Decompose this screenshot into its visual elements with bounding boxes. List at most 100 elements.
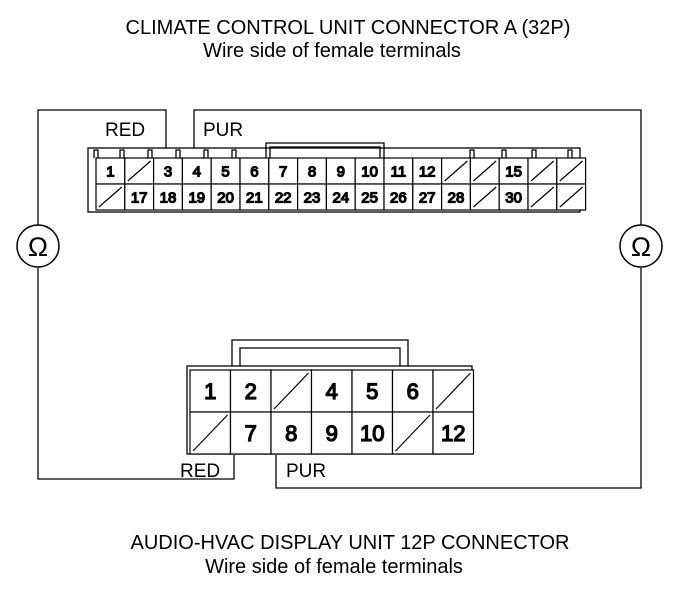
connector-a-terminal-number: 21 xyxy=(246,189,263,206)
red-test-lead xyxy=(37,109,235,480)
connector-b-cell xyxy=(270,369,313,413)
connector-a-empty-slot xyxy=(559,160,583,182)
connector-b-cell xyxy=(432,369,475,413)
connector-b-terminal-number: 7 xyxy=(245,421,257,446)
connector-a-cell: 10 xyxy=(354,157,385,185)
connector-a-empty-slot xyxy=(444,160,468,182)
connector-a-terminal-number: 5 xyxy=(221,163,229,180)
connector-a-cell xyxy=(556,157,587,185)
connector-a-cell: 20 xyxy=(210,183,241,211)
connector-a-cell: 4 xyxy=(181,157,212,185)
connector-b-cell: 5 xyxy=(351,369,394,413)
connector-a-cell: 27 xyxy=(412,183,443,211)
connector-a-terminal-number: 24 xyxy=(332,189,349,206)
connector-b-empty-slot xyxy=(273,372,309,410)
connector-a-cell xyxy=(527,183,558,211)
connector-b-terminal-number: 5 xyxy=(366,379,378,404)
connector-a-cell: 15 xyxy=(498,157,529,185)
connector-a-empty-slot xyxy=(473,186,497,208)
connector-a-empty-slot xyxy=(98,186,123,208)
connector-a-cell xyxy=(124,157,155,185)
connector-b-terminal-number: 8 xyxy=(285,421,297,446)
connector-a-empty-slot xyxy=(473,160,497,182)
connector-a-terminal-number: 12 xyxy=(419,163,436,180)
ohmmeter-right-icon xyxy=(619,224,663,268)
connector-a-red-label: RED xyxy=(105,120,145,141)
connector-b-terminal-number: 1 xyxy=(204,379,216,404)
connector-a-terminal-number: 18 xyxy=(160,189,177,206)
connector-a-cell: 21 xyxy=(239,183,270,211)
connector-a-cell xyxy=(527,157,558,185)
test-leads xyxy=(37,109,642,489)
connector-a-terminal-number: 19 xyxy=(188,189,205,206)
connector-a-terminal-number: 15 xyxy=(505,163,522,180)
connector-a-terminal-number: 20 xyxy=(217,189,234,206)
connector-b-cell xyxy=(189,411,232,455)
connector-a-empty-slot xyxy=(559,186,583,208)
connector-b-lock-tab xyxy=(231,339,409,366)
connector-b-empty-slot xyxy=(435,372,471,410)
connector-b-cell: 7 xyxy=(229,411,272,455)
connector-a-pur-label: PUR xyxy=(203,120,243,141)
connector-b-cell: 6 xyxy=(391,369,434,413)
connector-a-lock-tab xyxy=(265,142,385,158)
ohmmeter-left: Ω xyxy=(16,224,60,268)
connector-a-cell: 30 xyxy=(498,183,529,211)
connector-a-terminal-number: 30 xyxy=(505,189,522,206)
connector-a-cell: 7 xyxy=(268,157,299,185)
connector-b-empty-slot xyxy=(395,414,431,452)
connector-a-empty-slot xyxy=(530,160,555,182)
connector-a-cell: 26 xyxy=(383,183,414,211)
connector-a-terminal-number: 7 xyxy=(279,163,287,180)
connector-b-pur-label: PUR xyxy=(286,461,326,482)
connector-b-title: AUDIO-HVAC DISPLAY UNIT 12P CONNECTOR xyxy=(131,532,570,554)
connector-a-terminal-number: 8 xyxy=(308,163,316,180)
connector-b-cell: 2 xyxy=(229,369,272,413)
connector-b-terminal-number: 12 xyxy=(441,421,465,446)
connector-a-cell xyxy=(469,157,500,185)
connector-b-empty-slot xyxy=(192,414,228,452)
connector-a-subtitle: Wire side of female terminals xyxy=(203,40,461,62)
ohm-symbol-right: Ω xyxy=(631,232,651,262)
connector-b-terminal-number: 4 xyxy=(326,379,338,404)
connector-a-terminal-number: 23 xyxy=(304,189,321,206)
connector-a-terminal-number: 17 xyxy=(131,189,148,206)
connector-a-cell: 23 xyxy=(297,183,328,211)
ohmmeter-right: Ω xyxy=(619,224,663,268)
connector-a-terminal-number: 22 xyxy=(275,189,292,206)
connector-a-terminal-tabs xyxy=(93,149,573,158)
connector-a-cell: 5 xyxy=(210,157,241,185)
connector-a-terminal-number: 10 xyxy=(361,163,378,180)
connector-a-terminal-number: 25 xyxy=(361,189,378,206)
connector-a-cell: 11 xyxy=(383,157,414,185)
connector-a-cell: 8 xyxy=(297,157,328,185)
connector-b-terminal-number: 6 xyxy=(407,379,419,404)
connector-b-cell: 4 xyxy=(310,369,353,413)
connector-a-terminal-number: 1 xyxy=(106,163,114,180)
connector-b-red-label: RED xyxy=(180,461,220,482)
connector-b-terminal-number: 2 xyxy=(245,379,257,404)
connector-a-terminal-number: 6 xyxy=(250,163,258,180)
connector-b-terminal-number: 9 xyxy=(326,421,338,446)
ohm-symbol-left: Ω xyxy=(28,232,48,262)
connector-b-cell: 10 xyxy=(351,411,394,455)
connector-a-terminal-number: 26 xyxy=(390,189,407,206)
connector-a-cell: 6 xyxy=(239,157,270,185)
connector-a-terminal-number: 4 xyxy=(193,163,201,180)
connector-a-cell: 17 xyxy=(124,183,155,211)
connector-b-cell: 9 xyxy=(310,411,353,455)
connector-a-terminal-number: 3 xyxy=(164,163,172,180)
connector-a-empty-slot xyxy=(127,160,151,182)
connector-a-terminal-number: 11 xyxy=(391,163,407,180)
connector-a-empty-slot xyxy=(530,186,555,208)
connector-a-terminal-number: 9 xyxy=(337,163,345,180)
connector-a-cell: 9 xyxy=(325,157,356,185)
connector-a-cells: 1 3 4 5 6 7 8 9 10 11 12 15 17 18 19 20 21 22 23 24 25 26 27 28… xyxy=(95,157,587,211)
connector-a-cell: 18 xyxy=(153,183,184,211)
connector-b-subtitle: Wire side of female terminals xyxy=(205,556,463,578)
pur-test-lead xyxy=(193,109,642,489)
connector-a-terminal-number: 28 xyxy=(448,189,465,206)
connector-a-cell: 3 xyxy=(153,157,184,185)
